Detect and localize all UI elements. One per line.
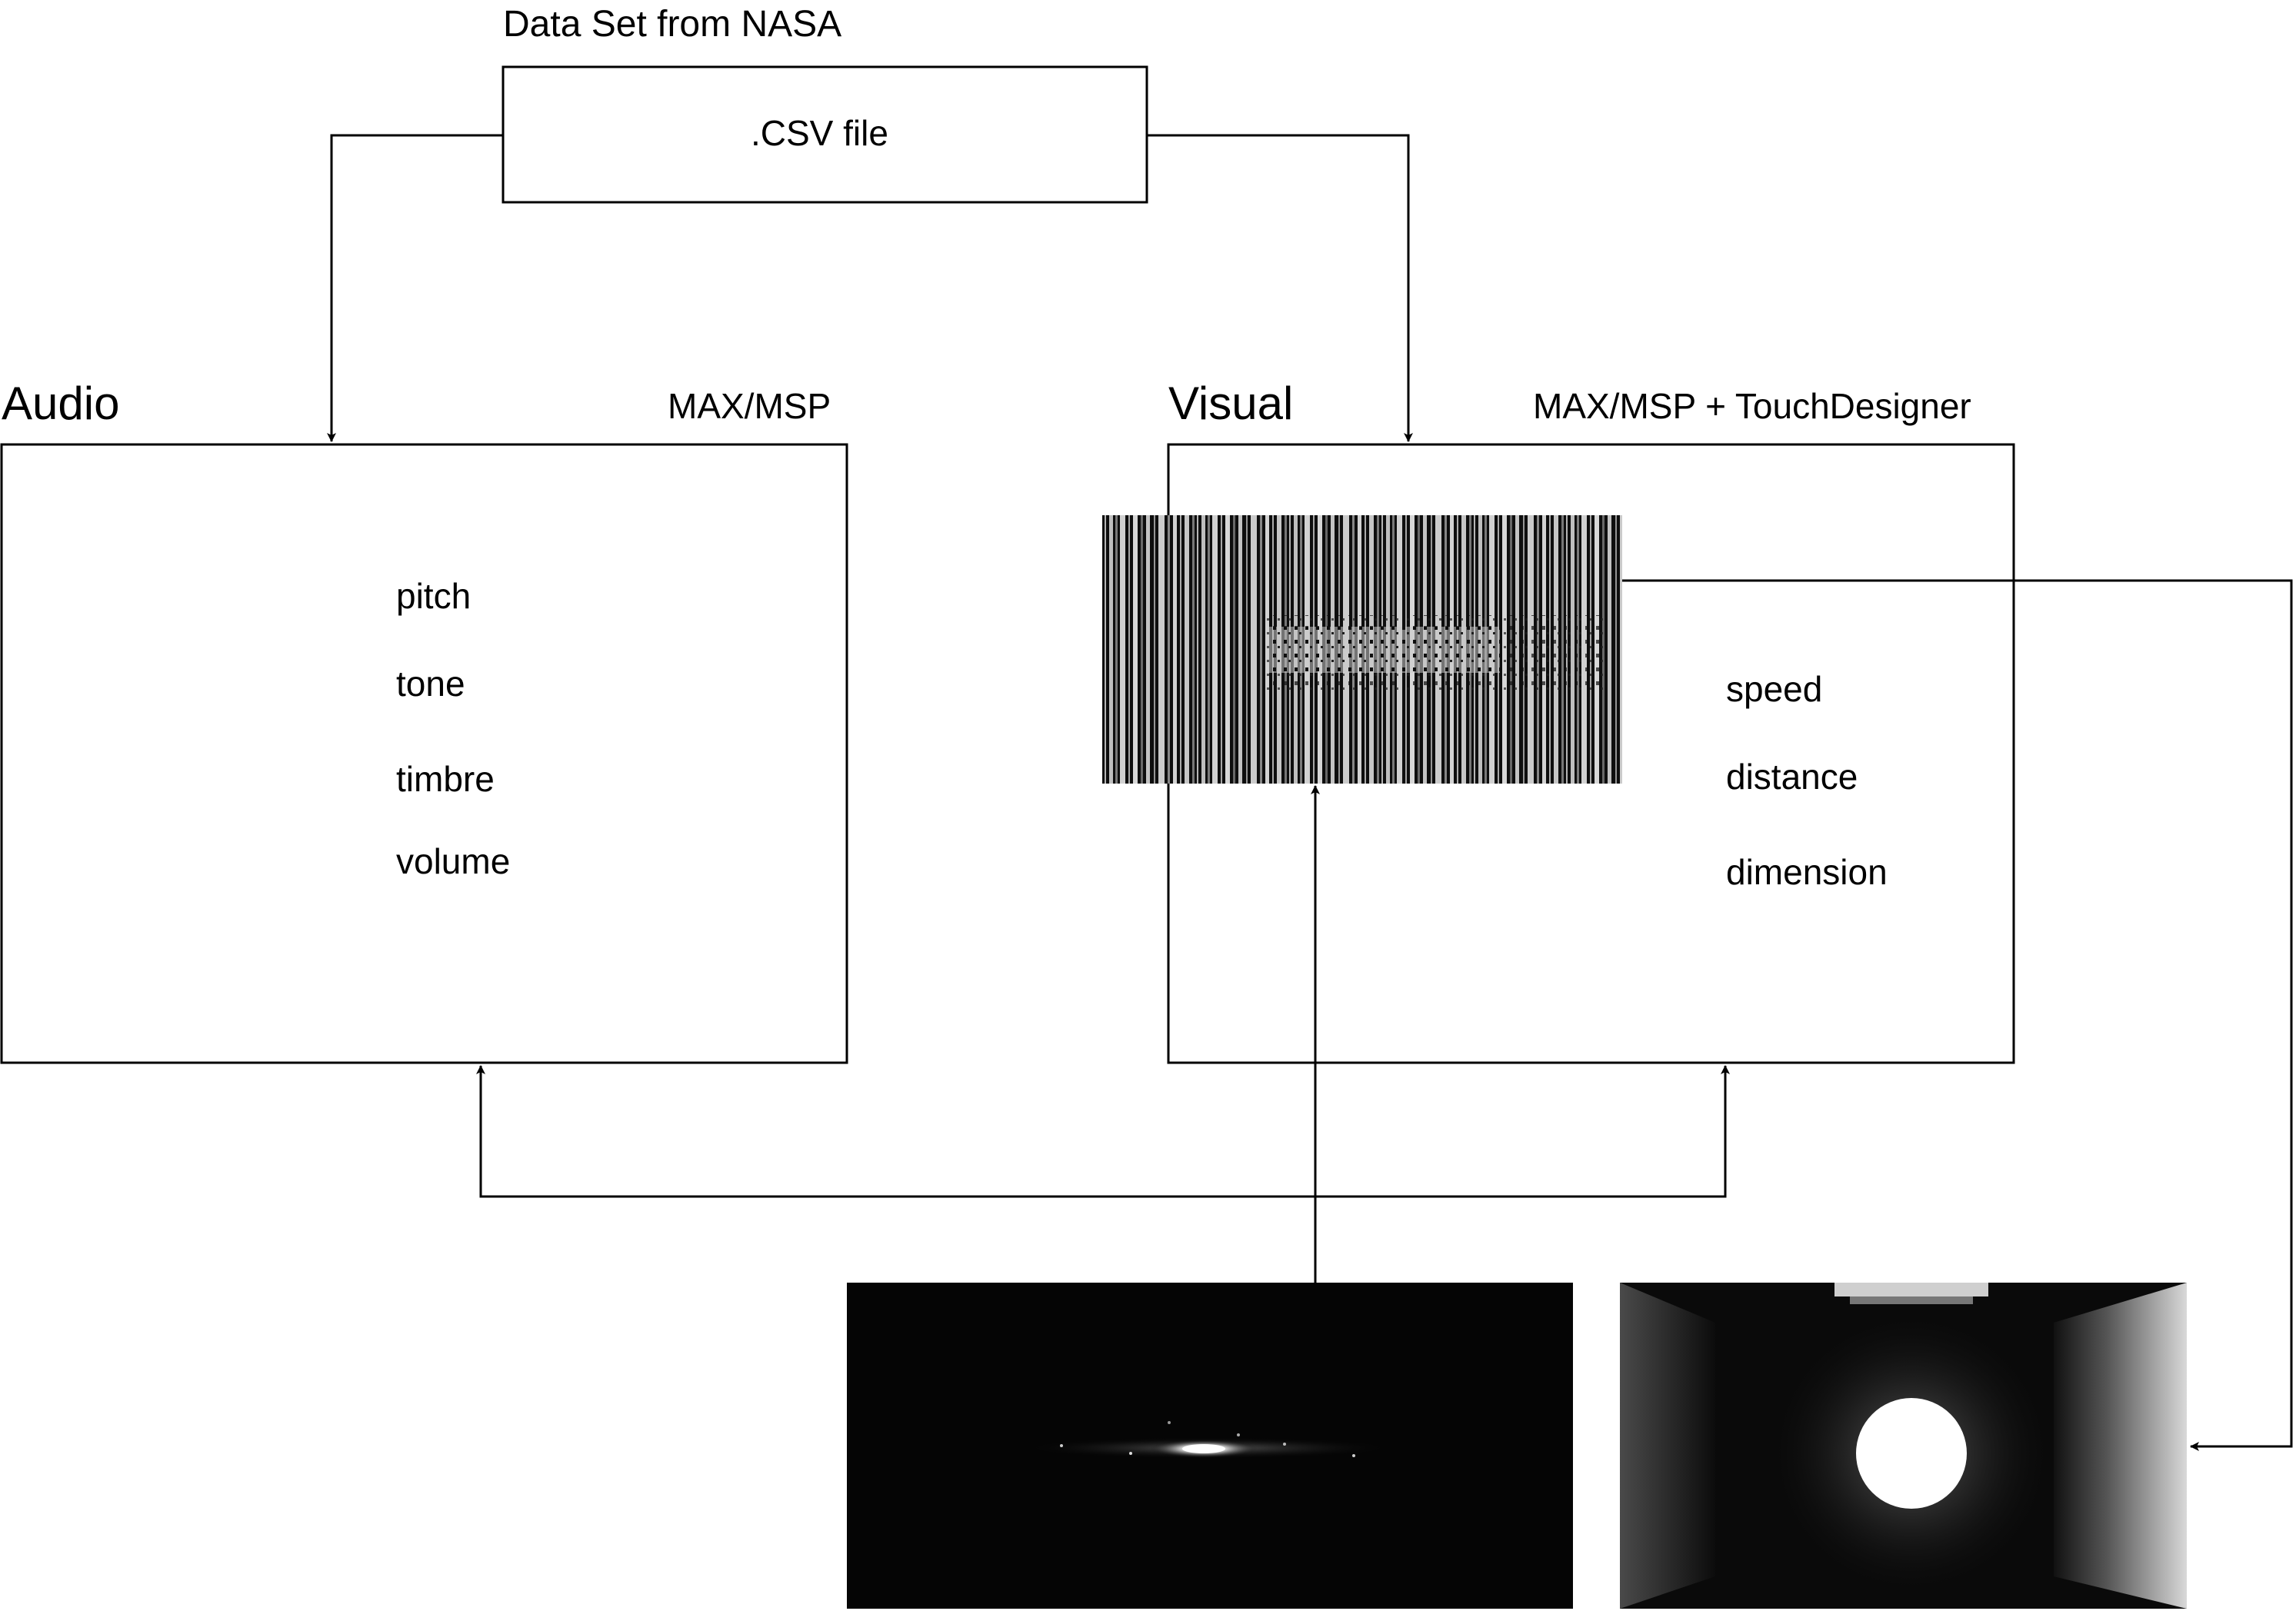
audio-title: Audio	[2, 378, 120, 429]
feedback-to-audio-arrow	[476, 1065, 1315, 1198]
csv-to-audio-arrow	[327, 134, 503, 442]
feedback-to-visual-arrow	[1315, 1065, 1730, 1198]
galaxy-render-image	[847, 1283, 1573, 1609]
audio-param-pitch: pitch	[396, 576, 472, 616]
visual-param-dimension: dimension	[1726, 852, 1888, 892]
csv-file-box	[502, 65, 1148, 204]
audio-box	[0, 443, 848, 1064]
visual-param-distance: distance	[1726, 757, 1858, 797]
room-render-image	[1620, 1283, 2187, 1609]
source-title: Data Set from NASA	[503, 4, 842, 45]
audio-param-volume: volume	[396, 841, 511, 881]
csv-file-label: .CSV file	[751, 113, 888, 153]
texture-to-room-arrow	[1621, 579, 2293, 1451]
visual-tool-label: MAX/MSP + TouchDesigner	[1533, 386, 1971, 426]
visual-param-speed: speed	[1726, 669, 1823, 709]
audio-param-tone: tone	[396, 664, 465, 704]
visual-title: Visual	[1168, 378, 1294, 429]
audio-tool-label: MAX/MSP	[668, 386, 831, 426]
visual-texture-image	[1102, 515, 1622, 784]
csv-to-visual-arrow	[1147, 134, 1413, 442]
audio-param-timbre: timbre	[396, 759, 495, 799]
